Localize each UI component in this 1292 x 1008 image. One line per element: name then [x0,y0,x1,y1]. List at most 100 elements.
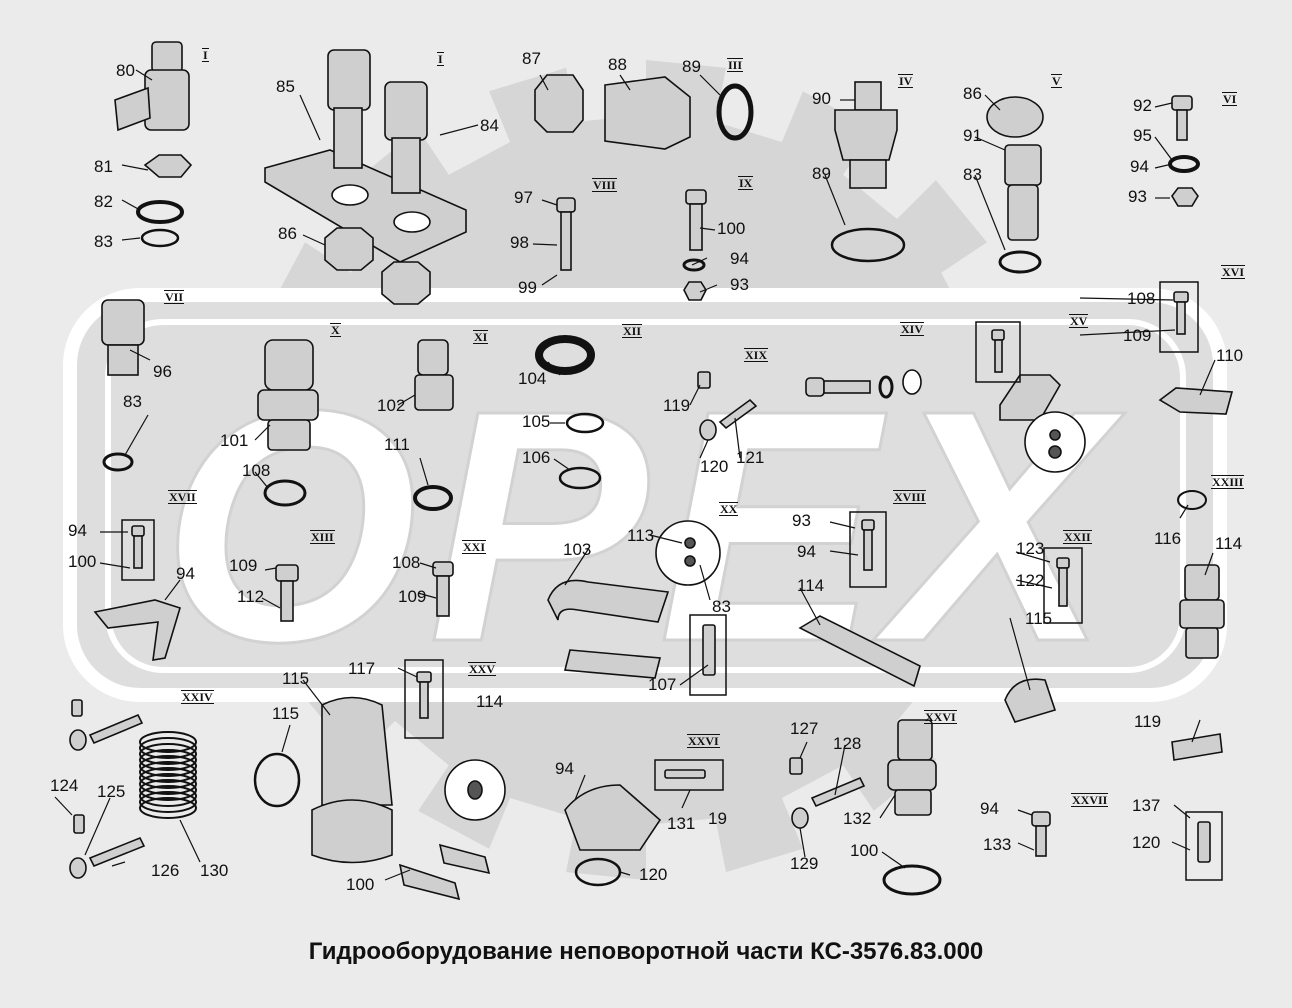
plate-85 [264,149,467,263]
callout-label: 91 [963,126,982,145]
leader-line [984,94,1001,111]
leader-line [261,597,281,609]
callout-label: 128 [833,734,862,753]
callout-label: 124 [50,776,79,795]
leader-line [121,237,141,241]
clamp-120 [699,419,717,441]
washer-82 [136,200,184,224]
view-mark: X [330,323,341,337]
leader-line [1017,842,1035,851]
callout-label: 129 [790,854,819,873]
leader-line [1017,809,1033,816]
bolt-107-head [275,564,299,582]
fitting-134-top [897,719,933,761]
nut-93-vi [1171,187,1199,207]
ring-106 [558,466,602,490]
washer-110 [902,369,922,395]
spring-128-coil [139,755,197,777]
bolt-114-xvii-shank [133,535,143,569]
callout-label: 96 [153,362,172,381]
callout-label: 89 [682,57,701,76]
callout-label: 122 [1016,571,1045,590]
view-mark: XXIV [181,690,214,704]
callout-label: 94 [980,799,999,818]
fitting-91-bottom [1007,184,1039,241]
callout-label: 19 [708,809,727,828]
bolt-122 [702,624,716,676]
view-mark: XIV [900,322,925,336]
fitting-88 [604,76,691,150]
fitting-84-thread [391,137,421,194]
washer-94-xx [684,555,696,567]
washer-94-vi [1168,155,1200,173]
leader-line [974,136,1006,151]
callout-label: 115 [272,704,300,723]
leader-line [1171,841,1191,851]
callout-label: 83 [963,165,982,184]
bolt-108-xvi [1173,291,1189,303]
washer-94-ix [682,258,706,272]
leader-line [879,794,896,819]
nut-86-a [324,227,374,271]
leader-line [679,664,709,686]
callout-label: 93 [730,275,749,294]
inset-xvii [121,519,155,581]
ring-83-x [263,479,307,507]
callout-label: 87 [522,49,541,68]
callout-label: 108 [1127,289,1156,308]
bolt-92-head [1171,95,1193,111]
leader-line [699,74,721,96]
leader-line [302,234,326,246]
callout-label: 110 [1216,346,1244,365]
view-mark: V [1051,74,1062,88]
leader-line [691,257,708,266]
leader-line [397,667,418,678]
callout-label: 81 [94,157,113,176]
screw-119 [697,371,711,389]
inset-xxv [404,659,444,739]
callout-label: 83 [94,232,113,251]
leader-line [689,384,701,406]
hose-end-129 [398,863,461,901]
clip-xxiv [88,713,144,745]
fitting-90-thread [849,159,887,189]
leader-line [1173,804,1191,819]
view-mark: XX [719,502,739,516]
callout-label: 101 [220,431,249,450]
leader-line [1154,102,1173,108]
bolt-100-xxi-shank [436,575,450,617]
inset-xxii [1043,547,1083,624]
callout-label: 120 [700,457,729,476]
leader-line [619,871,631,876]
leader-line [799,741,808,759]
callout-label: 113 [627,526,655,545]
fitting-102-body [414,374,454,411]
leader-line [439,124,479,136]
nut-81 [143,154,193,178]
callout-label: 100 [717,219,746,238]
ring-105 [565,412,605,434]
view-mark: XXIII [1211,475,1245,489]
leader-line [84,797,111,856]
inset-xvi [1159,281,1199,353]
view-mark: I [437,52,444,66]
leader-line [254,471,269,489]
callout-label: 99 [518,278,537,297]
leader-line [1009,617,1031,691]
view-mark: VIII [592,178,617,192]
callout-label: 114 [476,692,504,711]
fitting-126-top [1184,564,1220,601]
leader-line [111,861,126,867]
leader-line [834,744,846,796]
view-mark: XIX [744,348,769,362]
screw-19 [73,814,85,834]
callout-label: 103 [563,540,592,559]
leader-line [1199,359,1216,396]
sleeve-130 [321,696,393,806]
watermark-logo: OPEX [63,60,1227,880]
callout-label: 83 [712,597,731,616]
fitting-96-head [101,299,145,346]
bolt-108-xxvii-shank [1035,825,1047,857]
clip-127 [88,836,146,868]
callout-label: 104 [518,369,547,388]
